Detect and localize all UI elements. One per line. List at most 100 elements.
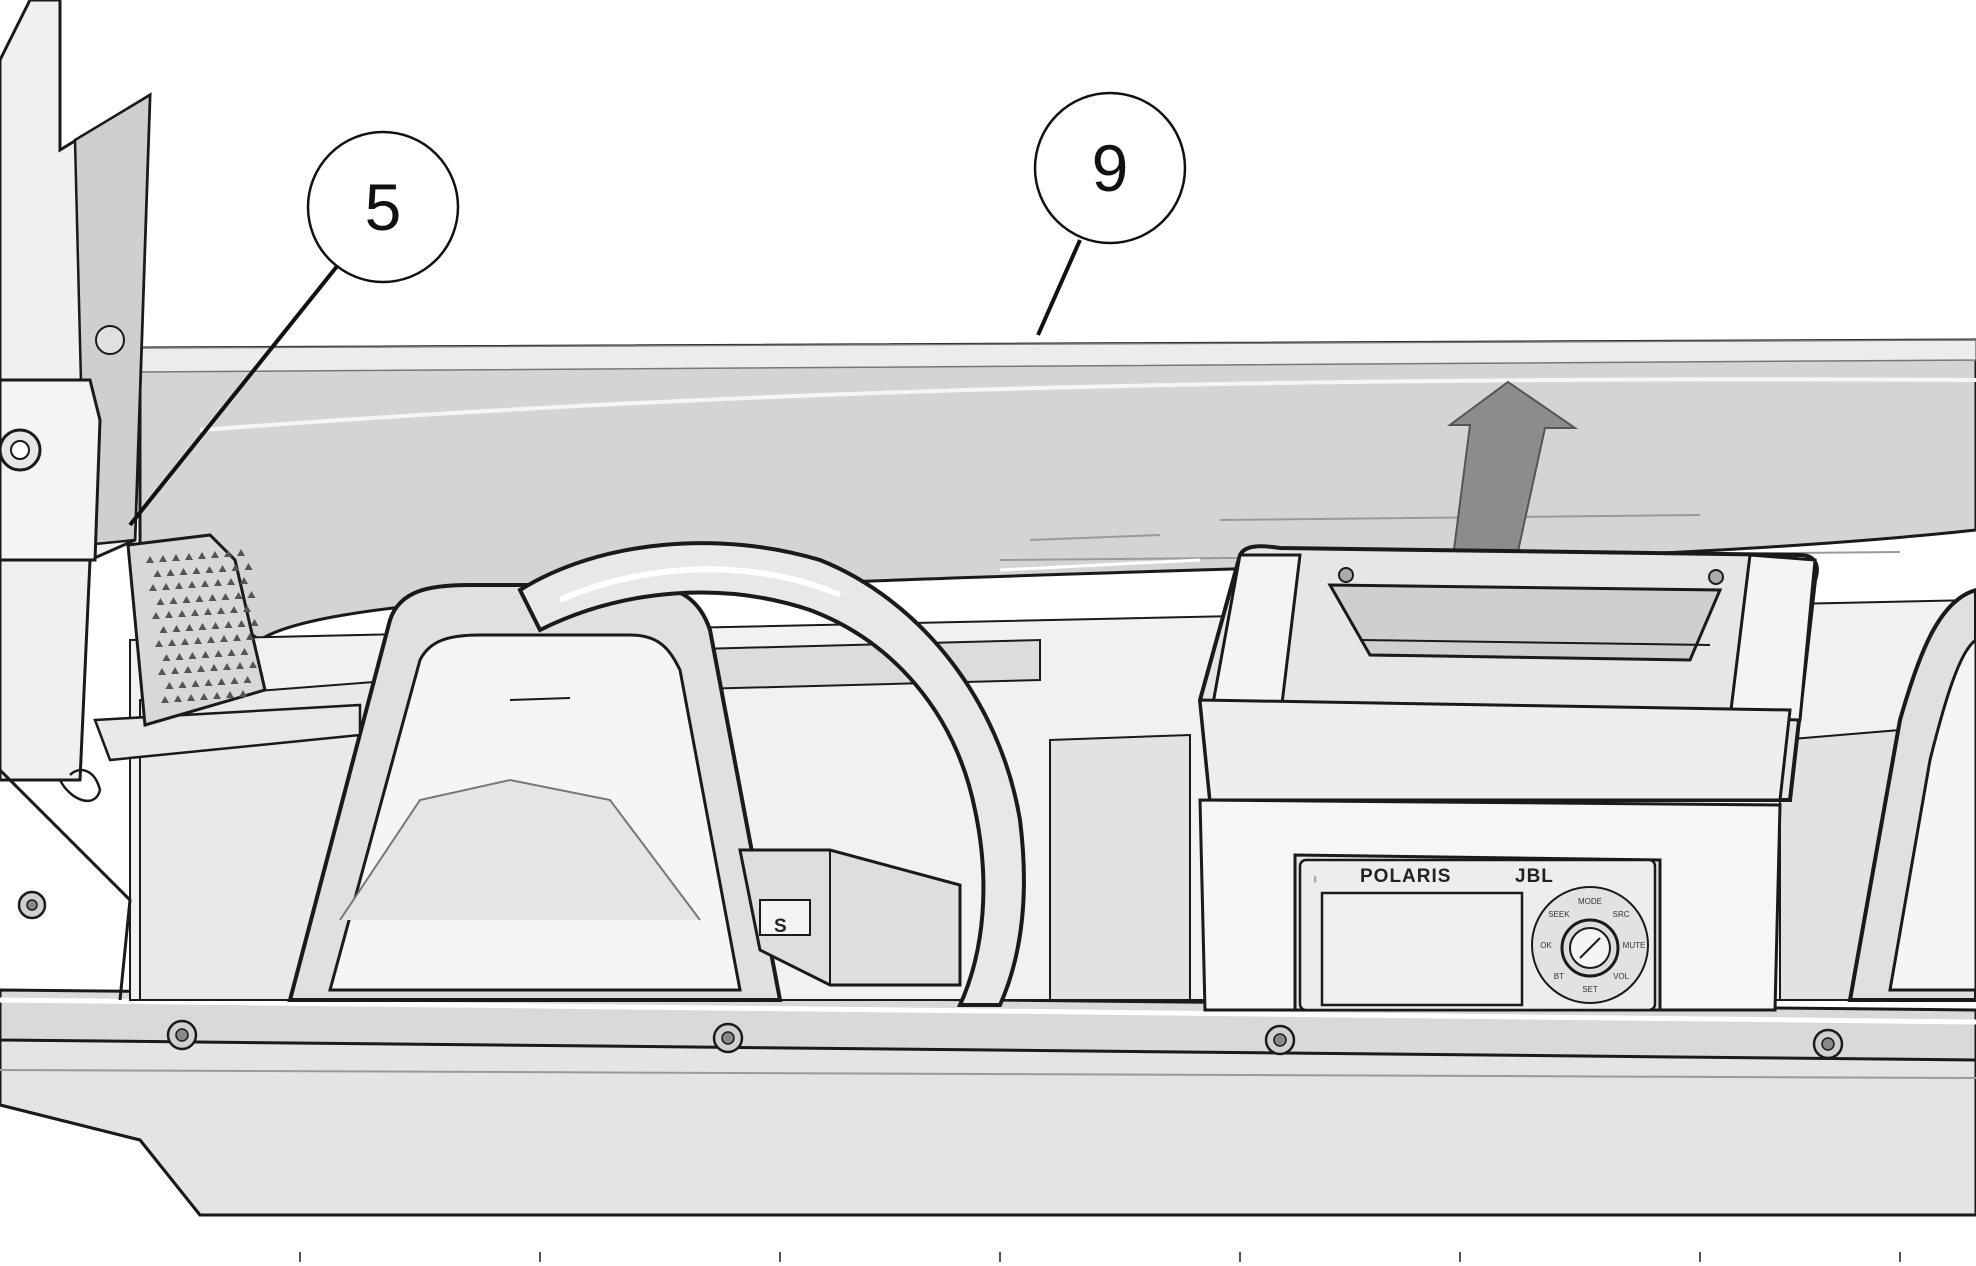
- grille-hole: [191, 609, 199, 616]
- grille-hole: [192, 567, 201, 574]
- grille-hole: [185, 553, 193, 560]
- grille-hole: [224, 550, 232, 557]
- grille-hole: [168, 639, 176, 646]
- grille-hole: [156, 598, 165, 605]
- grille-hole: [240, 648, 249, 655]
- radio-button-set: SET: [1582, 985, 1598, 994]
- grille-hole: [227, 649, 236, 656]
- grille-hole: [211, 551, 219, 558]
- grille-hole: [155, 640, 163, 647]
- volume-knob-icon: [1560, 918, 1620, 978]
- grille-hole: [230, 606, 238, 613]
- grille-hole: [204, 608, 212, 615]
- grille-hole: [188, 652, 197, 659]
- radio-button-ok: OK: [1540, 941, 1552, 950]
- grille-hole: [243, 605, 251, 612]
- grille-hole: [195, 595, 204, 602]
- grille-hole: [181, 638, 189, 645]
- grille-hole: [175, 582, 183, 589]
- grille-hole: [224, 621, 233, 628]
- grille-hole: [188, 581, 196, 588]
- grille-hole: [158, 668, 166, 675]
- steering-wheel: S: [517, 541, 1026, 1007]
- grille-hole: [191, 680, 200, 687]
- callout-9: 9: [1033, 91, 1187, 336]
- grille-hole: [174, 695, 182, 702]
- grille-hole: [214, 650, 223, 657]
- grille-hole: [169, 597, 178, 604]
- radio-screen: [1320, 891, 1524, 1007]
- radio-partner: JBL: [1515, 866, 1554, 887]
- grille-hole: [201, 651, 210, 658]
- grille-hole: [227, 578, 235, 585]
- grille-hole: [249, 661, 257, 668]
- grille-hole: [246, 633, 254, 640]
- grille-hole: [172, 554, 180, 561]
- grille-hole: [250, 619, 259, 626]
- dash-screws: [17, 890, 1844, 1060]
- grille-hole: [230, 677, 239, 684]
- speaker-grille-icon: [126, 533, 267, 727]
- grille-hole: [237, 549, 245, 556]
- grille-hole: [165, 682, 174, 689]
- grille-hole: [243, 676, 252, 683]
- grille-hole: [207, 636, 215, 643]
- grille-hole: [162, 654, 171, 661]
- grille-hole: [231, 564, 240, 571]
- grille-hole: [204, 679, 213, 686]
- grille-hole: [184, 666, 192, 673]
- grille-hole: [244, 563, 253, 570]
- grille-hole: [146, 556, 154, 563]
- callout-9-label: 9: [1092, 131, 1129, 205]
- grille-hole: [218, 565, 227, 572]
- radio-button-mute: MUTE: [1623, 941, 1646, 950]
- grille-hole: [236, 662, 244, 669]
- grille-hole: [208, 594, 217, 601]
- grille-hole: [197, 665, 205, 672]
- grille-hole: [217, 607, 225, 614]
- grille-hole: [172, 625, 181, 632]
- grille-hole: [211, 622, 220, 629]
- grille-hole: [162, 583, 170, 590]
- grille-hole: [247, 591, 256, 598]
- grille-hole: [149, 584, 157, 591]
- grille-hole: [178, 610, 186, 617]
- callout-5: 5: [128, 130, 460, 527]
- grille-hole: [200, 693, 208, 700]
- steering-badge: S: [774, 916, 788, 937]
- bluetooth-icon: ᛒ: [1313, 875, 1318, 884]
- radio-button-bt: BT: [1554, 972, 1564, 981]
- grille-hole: [179, 568, 188, 575]
- grille-hole: [182, 596, 191, 603]
- grille-hole: [187, 694, 195, 701]
- grille-hole: [161, 696, 169, 703]
- grille-hole: [153, 570, 162, 577]
- grille-hole: [221, 593, 230, 600]
- grille-hole: [201, 580, 209, 587]
- grille-hole: [185, 624, 194, 631]
- grille-hole: [217, 678, 226, 685]
- grille-hole: [159, 626, 168, 633]
- grille-hole: [226, 691, 234, 698]
- grille-hole: [194, 637, 202, 644]
- radio-button-seek: SEEK: [1548, 910, 1570, 919]
- grille-hole: [240, 577, 248, 584]
- grille-hole: [237, 620, 246, 627]
- callout-5-label: 5: [365, 170, 402, 244]
- grille-hole: [198, 623, 207, 630]
- grille-hole: [213, 692, 221, 699]
- radio-button-vol: VOL: [1613, 972, 1630, 981]
- grille-hole: [234, 592, 243, 599]
- right-seat-back: [1847, 587, 1976, 1002]
- grille-hole: [152, 612, 160, 619]
- up-arrow-icon: [1446, 380, 1579, 566]
- left-seat-back: [287, 583, 783, 1002]
- grille-hole: [178, 681, 187, 688]
- grille-hole: [223, 663, 231, 670]
- grille-hole: [175, 653, 184, 660]
- grille-hole: [165, 611, 173, 618]
- radio-button-src: SRC: [1613, 910, 1630, 919]
- grille-hole: [159, 555, 167, 562]
